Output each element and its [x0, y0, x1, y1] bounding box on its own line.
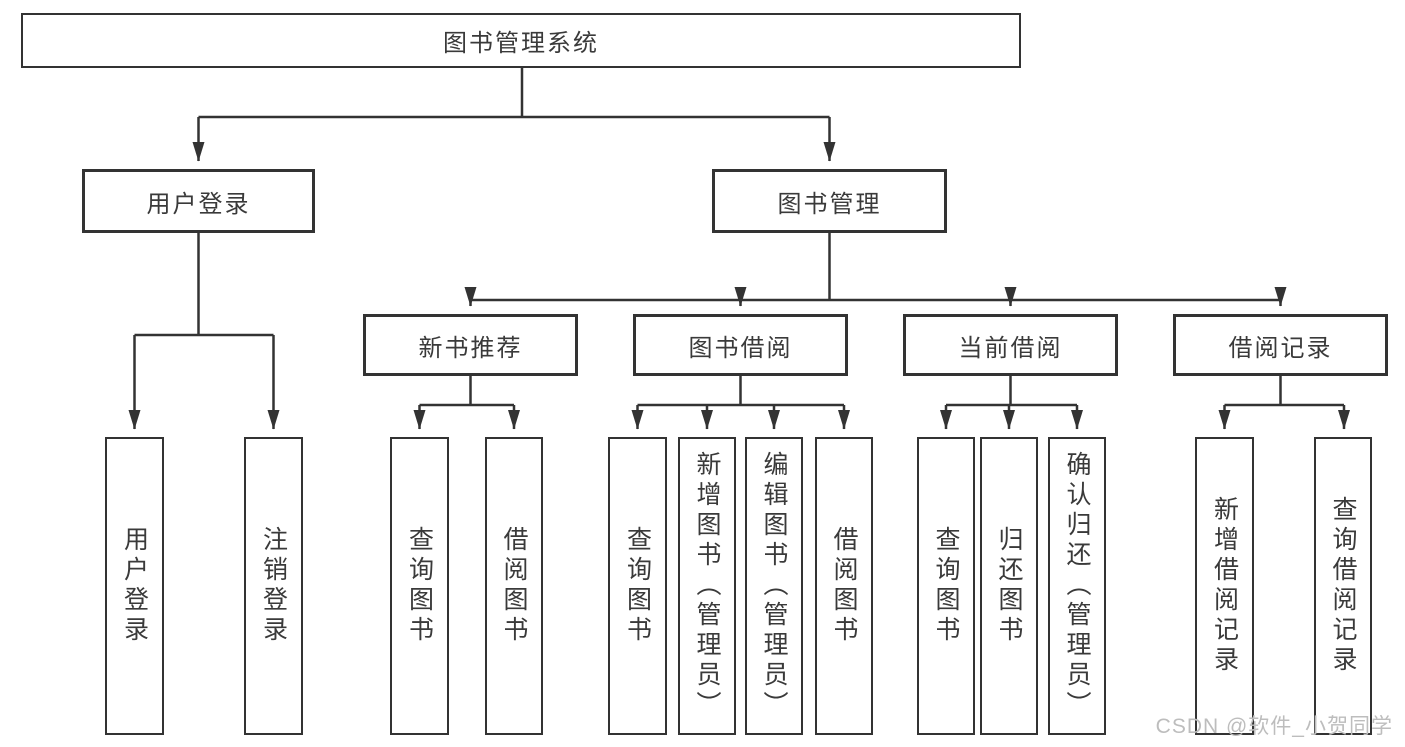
node-book-management: 图书管理: [712, 169, 947, 233]
node-label: 当前借阅: [958, 334, 1063, 362]
node-label: 用户登录: [146, 190, 251, 218]
node-label: 借阅记录: [1228, 334, 1333, 362]
node-library-management-system: 图书管理系统: [21, 13, 1021, 68]
node-label: 图书借阅: [688, 334, 793, 362]
node-new-book-recommendation: 新书推荐: [363, 314, 578, 376]
leaf-add-borrow-record: 新增借阅记录: [1195, 437, 1254, 735]
leaf-query-books-current: 查询图书: [917, 437, 975, 735]
leaf-borrow-books: 借阅图书: [815, 437, 873, 735]
leaf-edit-book-admin: 编辑图书（管理员）: [745, 437, 803, 735]
connector-root-tee: [198, 68, 830, 119]
node-borrowing-records: 借阅记录: [1173, 314, 1388, 376]
leaf-return-book: 归还图书: [980, 437, 1038, 735]
leaf-confirm-return-admin: 确认归还（管理员）: [1048, 437, 1106, 735]
node-current-borrowing: 当前借阅: [903, 314, 1118, 376]
leaf-logout: 注销登录: [244, 437, 303, 735]
connector-current-borrow-tee: [946, 376, 1077, 407]
node-label: 新书推荐: [418, 334, 523, 362]
leaf-query-books-borrow: 查询图书: [608, 437, 667, 735]
node-user-login: 用户登录: [82, 169, 315, 233]
connector-book-borrow-tee: [637, 376, 844, 407]
node-book-borrowing: 图书借阅: [633, 314, 848, 376]
connector-borrow-records-tee: [1224, 376, 1344, 407]
node-label: 图书管理: [777, 190, 882, 218]
csdn-watermark: CSDN @软件_小贺同学: [1155, 715, 1393, 738]
node-label: 图书管理系统: [443, 30, 599, 57]
leaf-borrow-books-recommend: 借阅图书: [485, 437, 543, 735]
leaf-user-login: 用户登录: [105, 437, 164, 735]
leaf-query-books-recommend: 查询图书: [390, 437, 449, 735]
connector-book-management-tee: [470, 233, 1281, 302]
connector-user-login-tee: [134, 233, 274, 337]
leaf-add-book-admin: 新增图书（管理员）: [678, 437, 736, 735]
connector-new-book-tee: [419, 376, 514, 407]
leaf-query-borrow-record: 查询借阅记录: [1314, 437, 1372, 735]
